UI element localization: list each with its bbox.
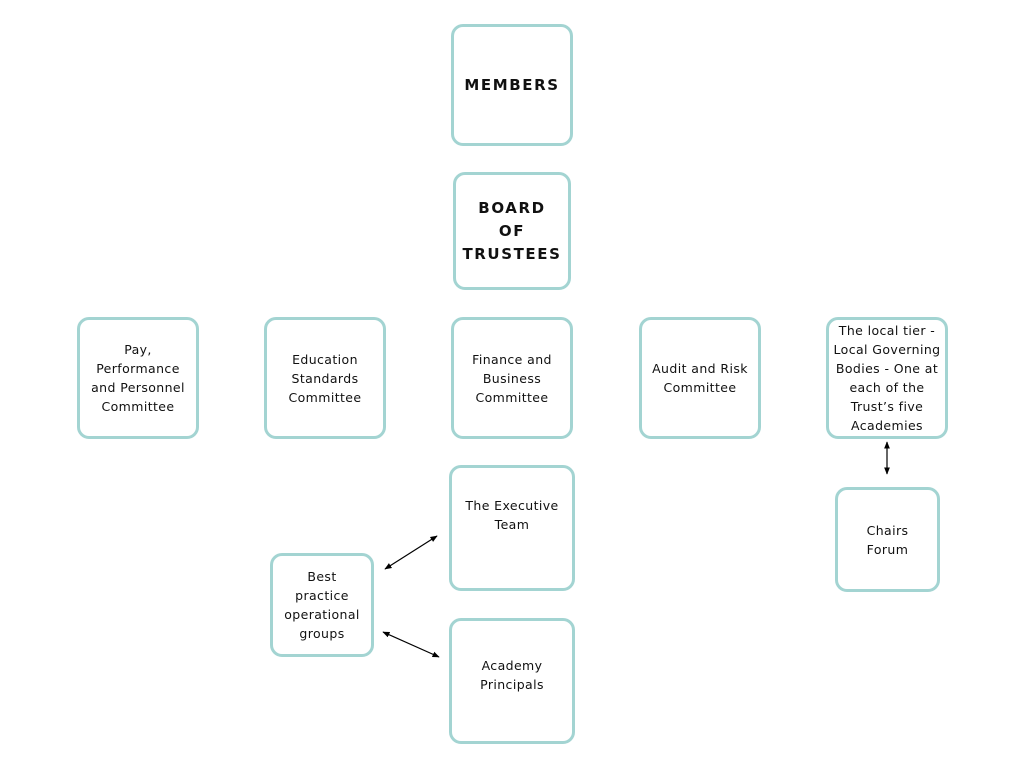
academy-principals-box: Academy Principals [449, 618, 575, 744]
members-label: MEMBERS [464, 75, 560, 94]
board-of-trustees-label: BOARD OF TRUSTEES [462, 198, 562, 263]
audit-committee-label: Audit and Risk Committee [652, 361, 748, 395]
finance-committee-label: Finance and Business Committee [472, 351, 552, 405]
executive-team-box: The Executive Team [449, 465, 575, 591]
pay-committee-label: Pay, Performance and Personnel Committee [91, 342, 185, 414]
pay-committee-box: Pay, Performance and Personnel Committee [77, 317, 199, 439]
best-practice-groups-box: Best practice operational groups [270, 553, 374, 657]
local-tier-label: The local tier - Local Governing Bodies … [833, 323, 941, 433]
members-box: MEMBERS [451, 24, 573, 146]
audit-committee-box: Audit and Risk Committee [639, 317, 761, 439]
education-committee-box: Education Standards Committee [264, 317, 386, 439]
education-committee-label: Education Standards Committee [288, 351, 362, 405]
arrow-executive-best-practice [384, 535, 438, 570]
local-tier-box: The local tier - Local Governing Bodies … [826, 317, 948, 439]
board-of-trustees-box: BOARD OF TRUSTEES [453, 172, 571, 290]
finance-committee-box: Finance and Business Committee [451, 317, 573, 439]
academy-principals-label: Academy Principals [480, 658, 544, 692]
chairs-forum-box: Chairs Forum [835, 487, 940, 592]
chairs-forum-label: Chairs Forum [866, 522, 909, 557]
best-practice-groups-label: Best practice operational groups [284, 569, 360, 641]
executive-team-label: The Executive Team [465, 498, 559, 532]
arrow-principals-best-practice [382, 631, 440, 658]
